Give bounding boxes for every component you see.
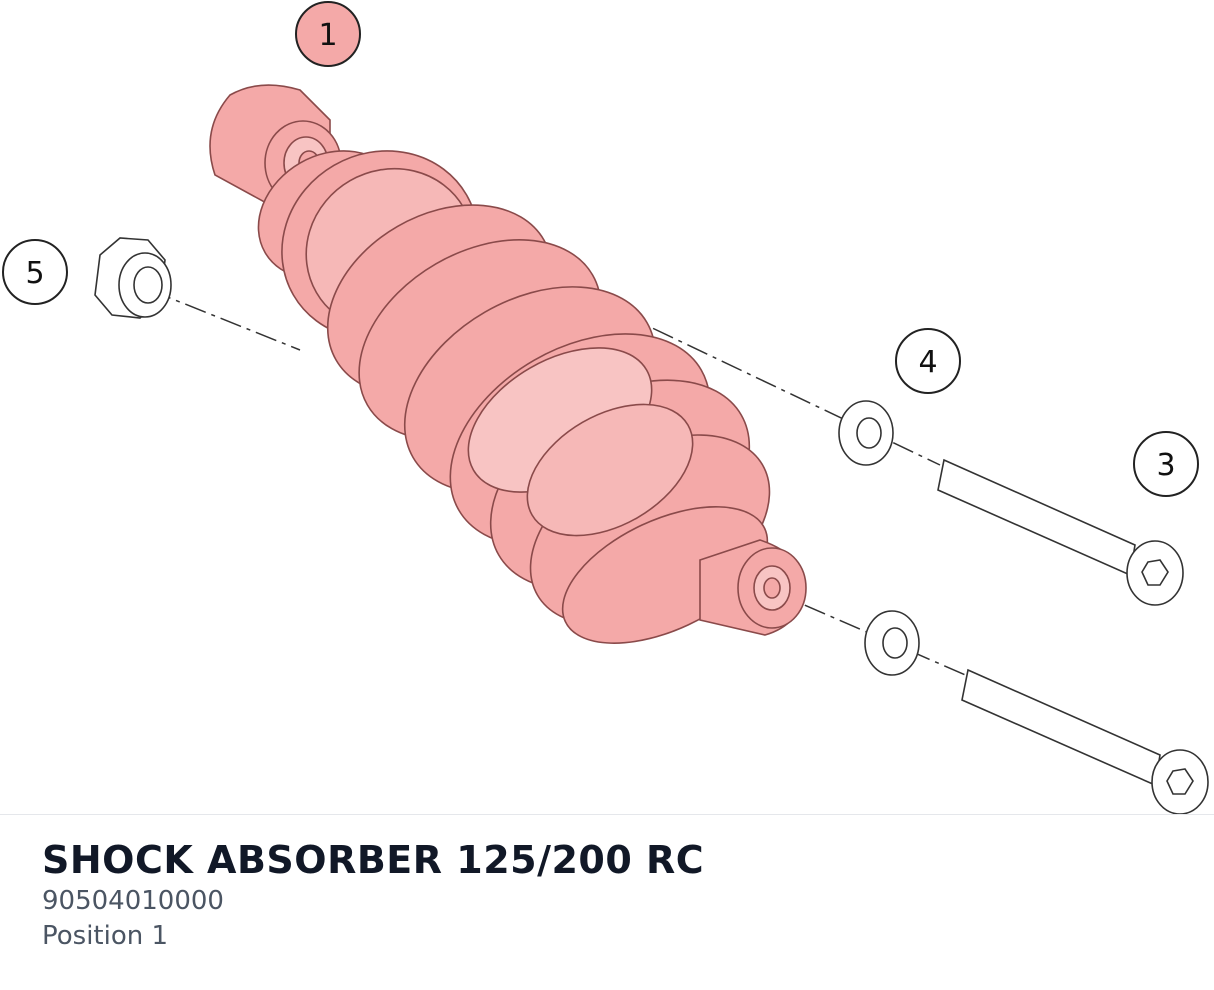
bolt-part[interactable] [937,458,1209,814]
washer-part[interactable] [838,400,920,676]
callout-3[interactable]: 3 [1133,431,1199,497]
callout-5[interactable]: 5 [2,239,68,305]
nut-part[interactable] [94,237,172,319]
shock-absorber-part[interactable] [209,84,807,671]
divider [0,814,1214,815]
exploded-parts-diagram: 1 3 4 5 [2,1,1209,814]
callout-5-label: 5 [25,256,44,291]
callout-3-label: 3 [1156,448,1175,483]
callout-4[interactable]: 4 [895,328,961,394]
part-position: Position 1 [42,921,169,951]
callout-1[interactable]: 1 [295,1,361,67]
part-title: SHOCK ABSORBER 125/200 RC [42,838,705,882]
callout-4-label: 4 [918,345,937,380]
callout-1-label: 1 [318,18,337,53]
part-number: 90504010000 [42,886,224,916]
part-info: SHOCK ABSORBER 125/200 RC 90504010000 Po… [42,836,1172,954]
